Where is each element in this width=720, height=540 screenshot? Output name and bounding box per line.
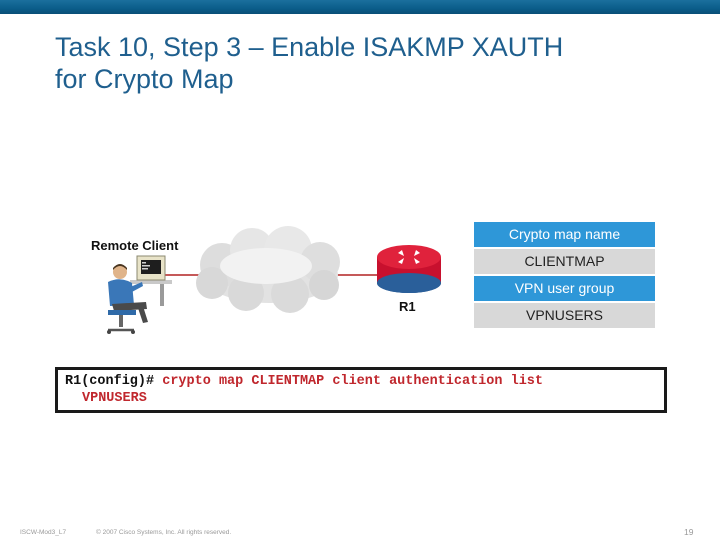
- info-row-vpn-user-group: VPN user group: [474, 276, 655, 301]
- command-line-1: R1(config)# crypto map CLIENTMAP client …: [65, 374, 543, 389]
- footer-course-code: ISCW-Mod3_L7: [20, 529, 67, 536]
- top-bar: [0, 0, 720, 14]
- info-table: Crypto map name CLIENTMAP VPN user group…: [474, 222, 655, 330]
- slide-title: Task 10, Step 3 – Enable ISAKMP XAUTH fo…: [55, 31, 695, 95]
- info-row-clientmap: CLIENTMAP: [474, 249, 655, 274]
- footer-page-number: 19: [684, 527, 694, 537]
- command-line-2: VPNUSERS: [82, 391, 147, 406]
- command-text: crypto map CLIENTMAP client authenticati…: [162, 374, 543, 389]
- slide-title-line2: for Crypto Map: [55, 64, 234, 94]
- info-row-vpnusers: VPNUSERS: [474, 303, 655, 328]
- remote-client-icon: [107, 255, 172, 334]
- cloud-icon: [196, 226, 340, 313]
- router-label: R1: [399, 299, 416, 314]
- command-prompt: R1(config)#: [65, 374, 155, 389]
- info-row-crypto-map-name: Crypto map name: [474, 222, 655, 247]
- router-icon: [377, 245, 441, 293]
- footer-copyright: © 2007 Cisco Systems, Inc. All rights re…: [96, 529, 232, 536]
- slide-title-line1: Task 10, Step 3 – Enable ISAKMP XAUTH: [55, 32, 564, 62]
- remote-client-label: Remote Client: [91, 238, 179, 253]
- command-box: R1(config)# crypto map CLIENTMAP client …: [55, 367, 667, 413]
